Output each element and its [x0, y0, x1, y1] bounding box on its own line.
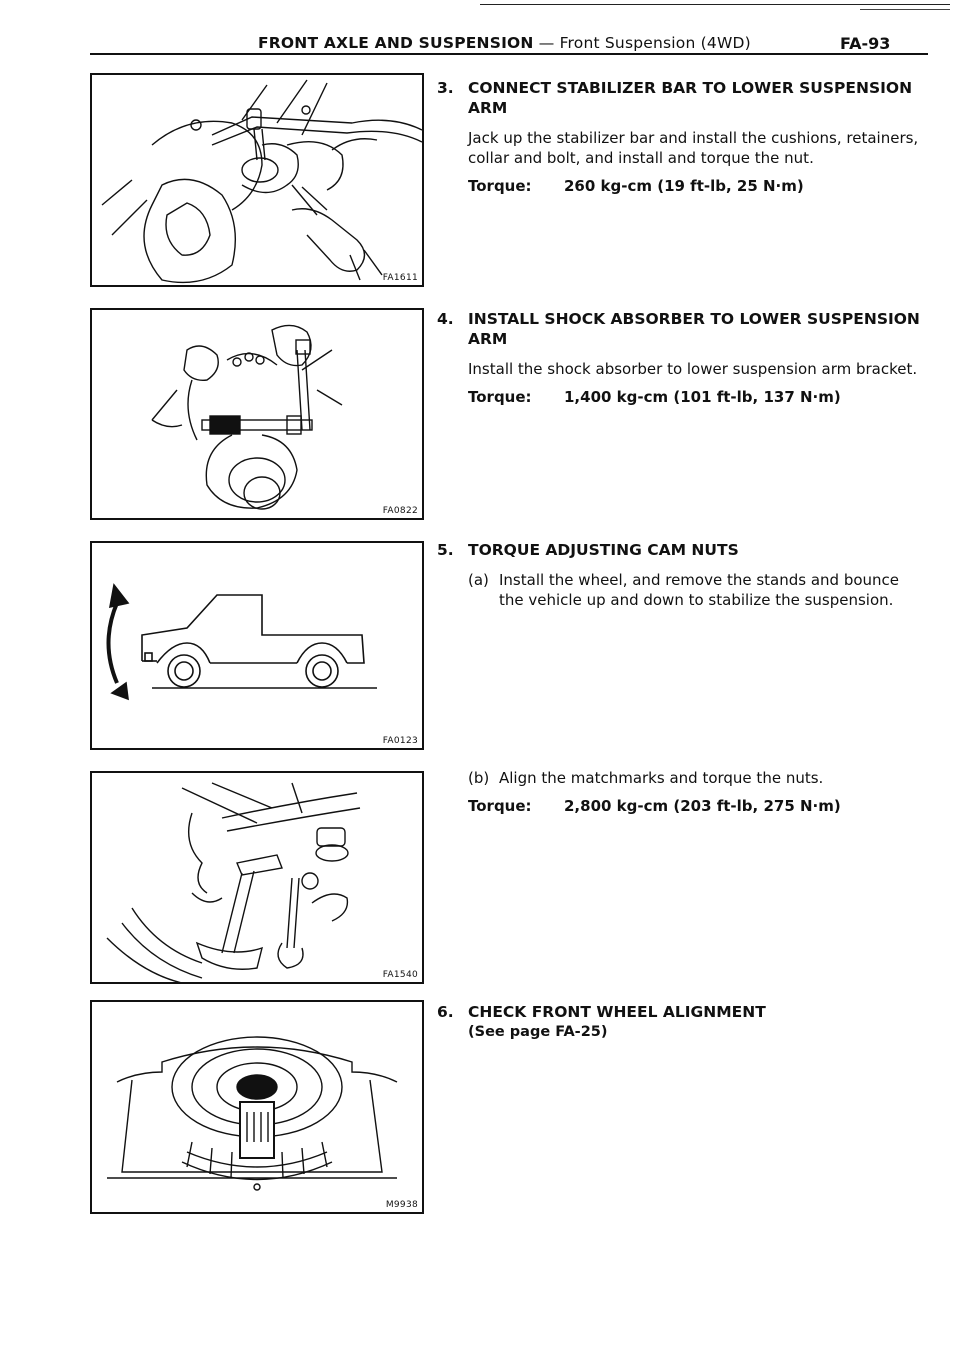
step-5: 5. TORQUE ADJUSTING CAM NUTS (a) Install…	[437, 540, 927, 610]
step-4: 4. INSTALL SHOCK ABSORBER TO LOWER SUSPE…	[437, 309, 927, 407]
page-number: FA-93	[840, 34, 891, 53]
figure-alignment-tester: M9938	[90, 1000, 424, 1214]
figure-vehicle-bounce: FA0123	[90, 541, 424, 750]
torque-spec: Torque: 2,800 kg-cm (203 ft-lb, 275 N·m)	[468, 796, 927, 816]
torque-value: 2,800 kg-cm (203 ft-lb, 275 N·m)	[564, 797, 841, 815]
top-rule-short	[860, 9, 950, 10]
subsection-title: Front Suspension (4WD)	[559, 34, 751, 52]
step-title: INSTALL SHOCK ABSORBER TO LOWER SUSPENSI…	[468, 310, 920, 348]
torque-spec: Torque: 260 kg-cm (19 ft-lb, 25 N·m)	[468, 176, 927, 196]
figure-code: M9938	[385, 1200, 418, 1210]
figure-cam-nut-torque: FA1540	[90, 771, 424, 984]
substep-b: (b) Align the matchmarks and torque the …	[468, 768, 927, 788]
step-text: Install the shock absorber to lower susp…	[468, 360, 918, 378]
substep-letter: (b)	[468, 769, 490, 787]
torque-value: 1,400 kg-cm (101 ft-lb, 137 N·m)	[564, 388, 841, 406]
torque-label: Torque:	[468, 797, 532, 815]
torque-spec: Torque: 1,400 kg-cm (101 ft-lb, 137 N·m)	[468, 387, 927, 407]
substep-a: (a) Install the wheel, and remove the st…	[468, 570, 927, 610]
step-3: 3. CONNECT STABILIZER BAR TO LOWER SUSPE…	[437, 78, 927, 196]
step-heading: 6. CHECK FRONT WHEEL ALIGNMENT	[437, 1002, 927, 1022]
step-title: CHECK FRONT WHEEL ALIGNMENT	[468, 1003, 766, 1021]
substep-text: Install the wheel, and remove the stands…	[499, 571, 900, 609]
step-number: 4.	[437, 310, 454, 328]
header-rule	[90, 53, 928, 55]
title-dash: —	[533, 34, 560, 52]
alignment-tester-illustration	[107, 1036, 398, 1191]
step-heading: 4. INSTALL SHOCK ABSORBER TO LOWER SUSPE…	[437, 309, 927, 349]
stabilizer-bar-illustration	[101, 79, 422, 284]
step-title: CONNECT STABILIZER BAR TO LOWER SUSPENSI…	[468, 79, 913, 117]
step-number: 5.	[437, 541, 454, 559]
figure-stabilizer-bar: FA1611	[90, 73, 424, 287]
step-text: Jack up the stabilizer bar and install t…	[468, 129, 919, 167]
figure-code: FA0822	[382, 506, 418, 516]
step-title: TORQUE ADJUSTING CAM NUTS	[468, 541, 739, 559]
step-number: 6.	[437, 1003, 454, 1021]
step-reference: (See page FA-25)	[468, 1024, 608, 1040]
figure-shock-absorber: FA0822	[90, 308, 424, 520]
step-6: 6. CHECK FRONT WHEEL ALIGNMENT (See page…	[437, 1002, 927, 1042]
substep-letter: (a)	[468, 571, 489, 589]
step-heading: 3. CONNECT STABILIZER BAR TO LOWER SUSPE…	[437, 78, 927, 118]
torque-label: Torque:	[468, 177, 532, 195]
figure-code: FA0123	[382, 736, 418, 746]
top-rule	[480, 4, 950, 5]
figure-code: FA1611	[382, 273, 418, 283]
header-title: FRONT AXLE AND SUSPENSION — Front Suspen…	[258, 34, 751, 52]
substep-text: Align the matchmarks and torque the nuts…	[499, 769, 824, 787]
step-heading: 5. TORQUE ADJUSTING CAM NUTS	[437, 540, 927, 560]
step-number: 3.	[437, 79, 454, 97]
page-header: FRONT AXLE AND SUSPENSION — Front Suspen…	[0, 0, 960, 60]
torque-value: 260 kg-cm (19 ft-lb, 25 N·m)	[564, 177, 804, 195]
figure-code: FA1540	[382, 970, 418, 980]
vehicle-bounce-illustration	[106, 583, 377, 701]
cam-nut-torque-illustration	[106, 782, 361, 982]
shock-absorber-illustration	[151, 324, 343, 510]
torque-label: Torque:	[468, 388, 532, 406]
step-5b: (b) Align the matchmarks and torque the …	[437, 768, 927, 816]
section-title: FRONT AXLE AND SUSPENSION	[258, 34, 534, 52]
